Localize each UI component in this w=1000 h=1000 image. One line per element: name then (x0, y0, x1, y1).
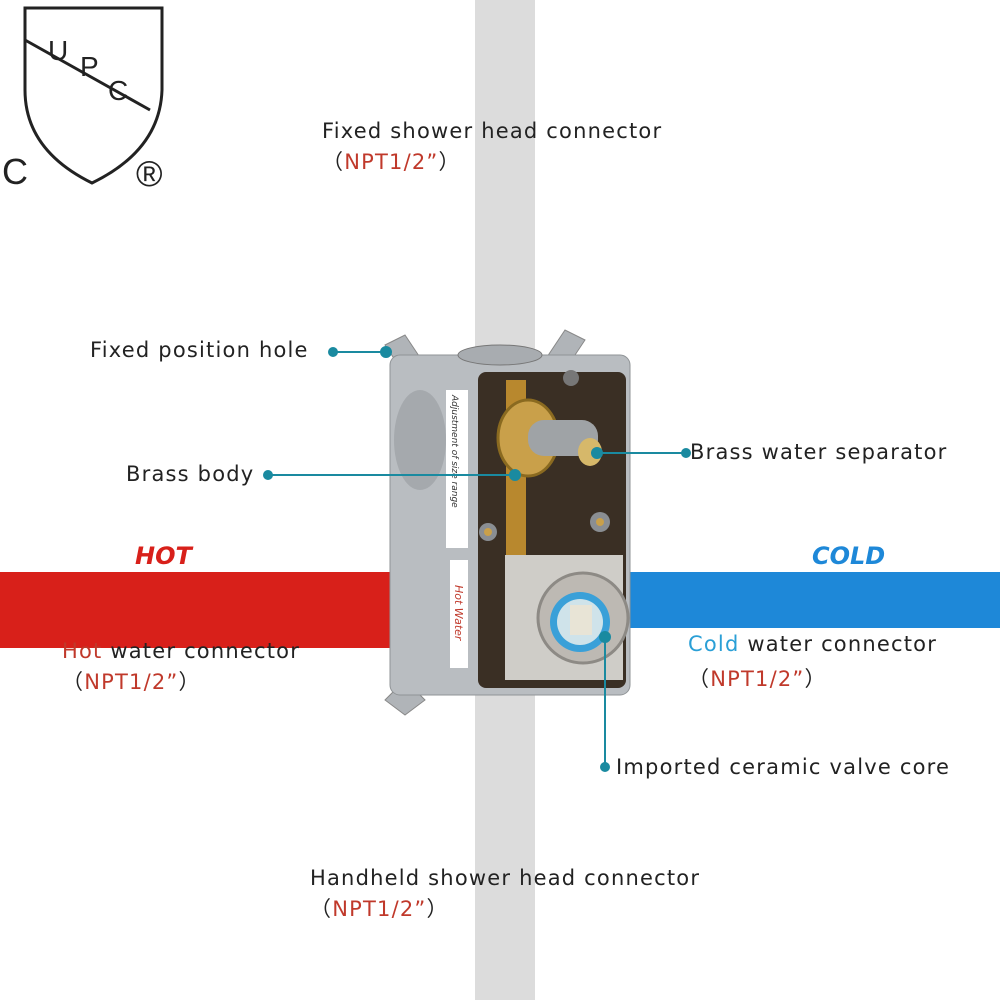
hot-pipe (0, 572, 420, 648)
valve-box (389, 344, 631, 696)
brass-body-label: Brass body (126, 462, 255, 486)
spec-text: NPT1/2” (710, 667, 805, 691)
brass-separator-label: Brass water separator (690, 440, 948, 464)
connector-text: water connector (102, 639, 301, 663)
hot-word: Hot (62, 639, 103, 663)
adjust-sticker: Adjustment of size range (449, 394, 459, 508)
spec-text: NPT1/2” (84, 670, 179, 694)
handheld-spec: （NPT1/2”） (310, 897, 449, 921)
handheld-label: Handheld shower head connector (310, 866, 701, 890)
upc-logo: U P C C ® (2, 6, 164, 194)
svg-text:®: ® (136, 153, 163, 194)
svg-text:C: C (2, 151, 28, 192)
fixed-shower-spec: （NPT1/2”） (322, 150, 461, 174)
spec-text: NPT1/2” (344, 150, 439, 174)
spec-text: NPT1/2” (332, 897, 427, 921)
fixed-shower-label: Fixed shower head connector (322, 119, 663, 143)
hot-connector-label: Hot water connector (62, 641, 300, 662)
fixed-hole-label: Fixed position hole (90, 338, 309, 362)
svg-text:C: C (108, 75, 128, 106)
hot-water-sticker: Hot Water (452, 585, 465, 642)
cold-heading: COLD (812, 542, 886, 570)
hot-heading: HOT (135, 542, 192, 570)
cold-pipe (625, 572, 1000, 628)
connector-text: water connector (739, 632, 938, 656)
svg-text:P: P (80, 51, 99, 82)
cold-connector-spec: （NPT1/2”） (688, 667, 827, 691)
svg-text:U: U (48, 35, 68, 66)
ceramic-core-label: Imported ceramic valve core (616, 755, 951, 779)
leader-lines (263, 346, 691, 772)
hot-connector-spec: （NPT1/2”） (62, 670, 201, 694)
cold-word: Cold (688, 632, 740, 656)
cold-connector-label: Cold water connector (688, 634, 937, 655)
